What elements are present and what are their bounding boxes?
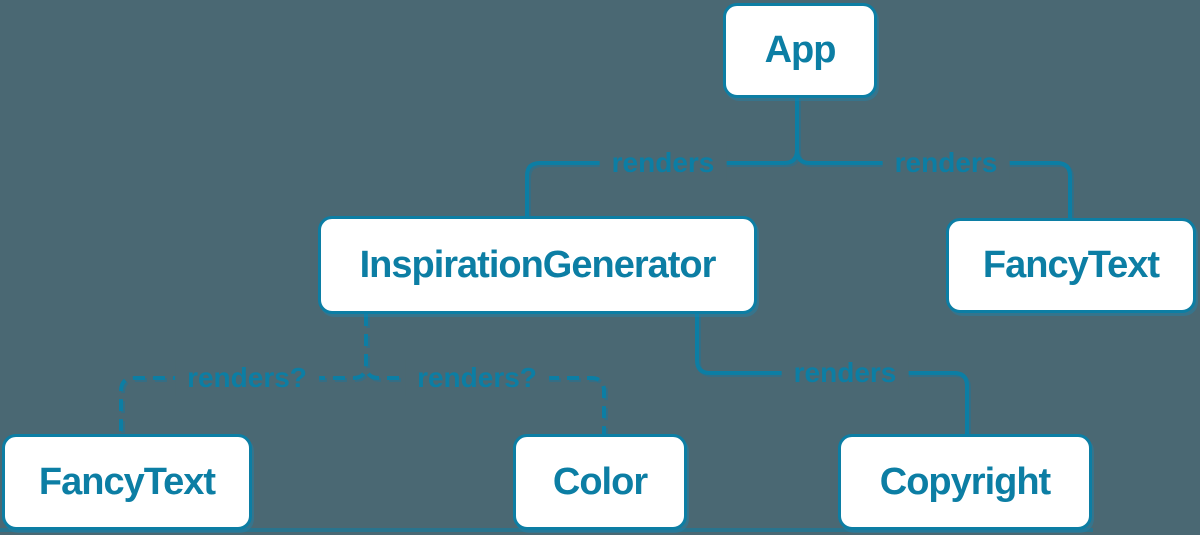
edge-label-renders-question-right: renders? [405, 360, 549, 396]
edge-label-renders-copyright: renders [781, 355, 909, 391]
node-fancy-text-top-label: FancyText [982, 244, 1160, 286]
node-fancy-text-top: FancyText [946, 218, 1196, 313]
node-inspiration-generator-label: InspirationGenerator [359, 243, 717, 286]
node-copyright: Copyright [838, 434, 1092, 530]
node-fancy-text-bottom-label: FancyText [38, 460, 216, 503]
node-inspiration-generator: InspirationGenerator [318, 216, 757, 314]
edge-label-renders-question-left: renders? [175, 360, 319, 396]
node-app-label: App [764, 29, 837, 71]
bottom-clipped-line [0, 528, 1093, 532]
edge-label-renders-left: renders [599, 145, 727, 181]
node-color: Color [513, 434, 687, 530]
edge-label-renders-right: renders [882, 145, 1010, 181]
node-app: App [723, 3, 877, 98]
node-fancy-text-bottom: FancyText [2, 434, 252, 530]
node-copyright-label: Copyright [879, 460, 1051, 503]
node-color-label: Color [552, 460, 648, 503]
